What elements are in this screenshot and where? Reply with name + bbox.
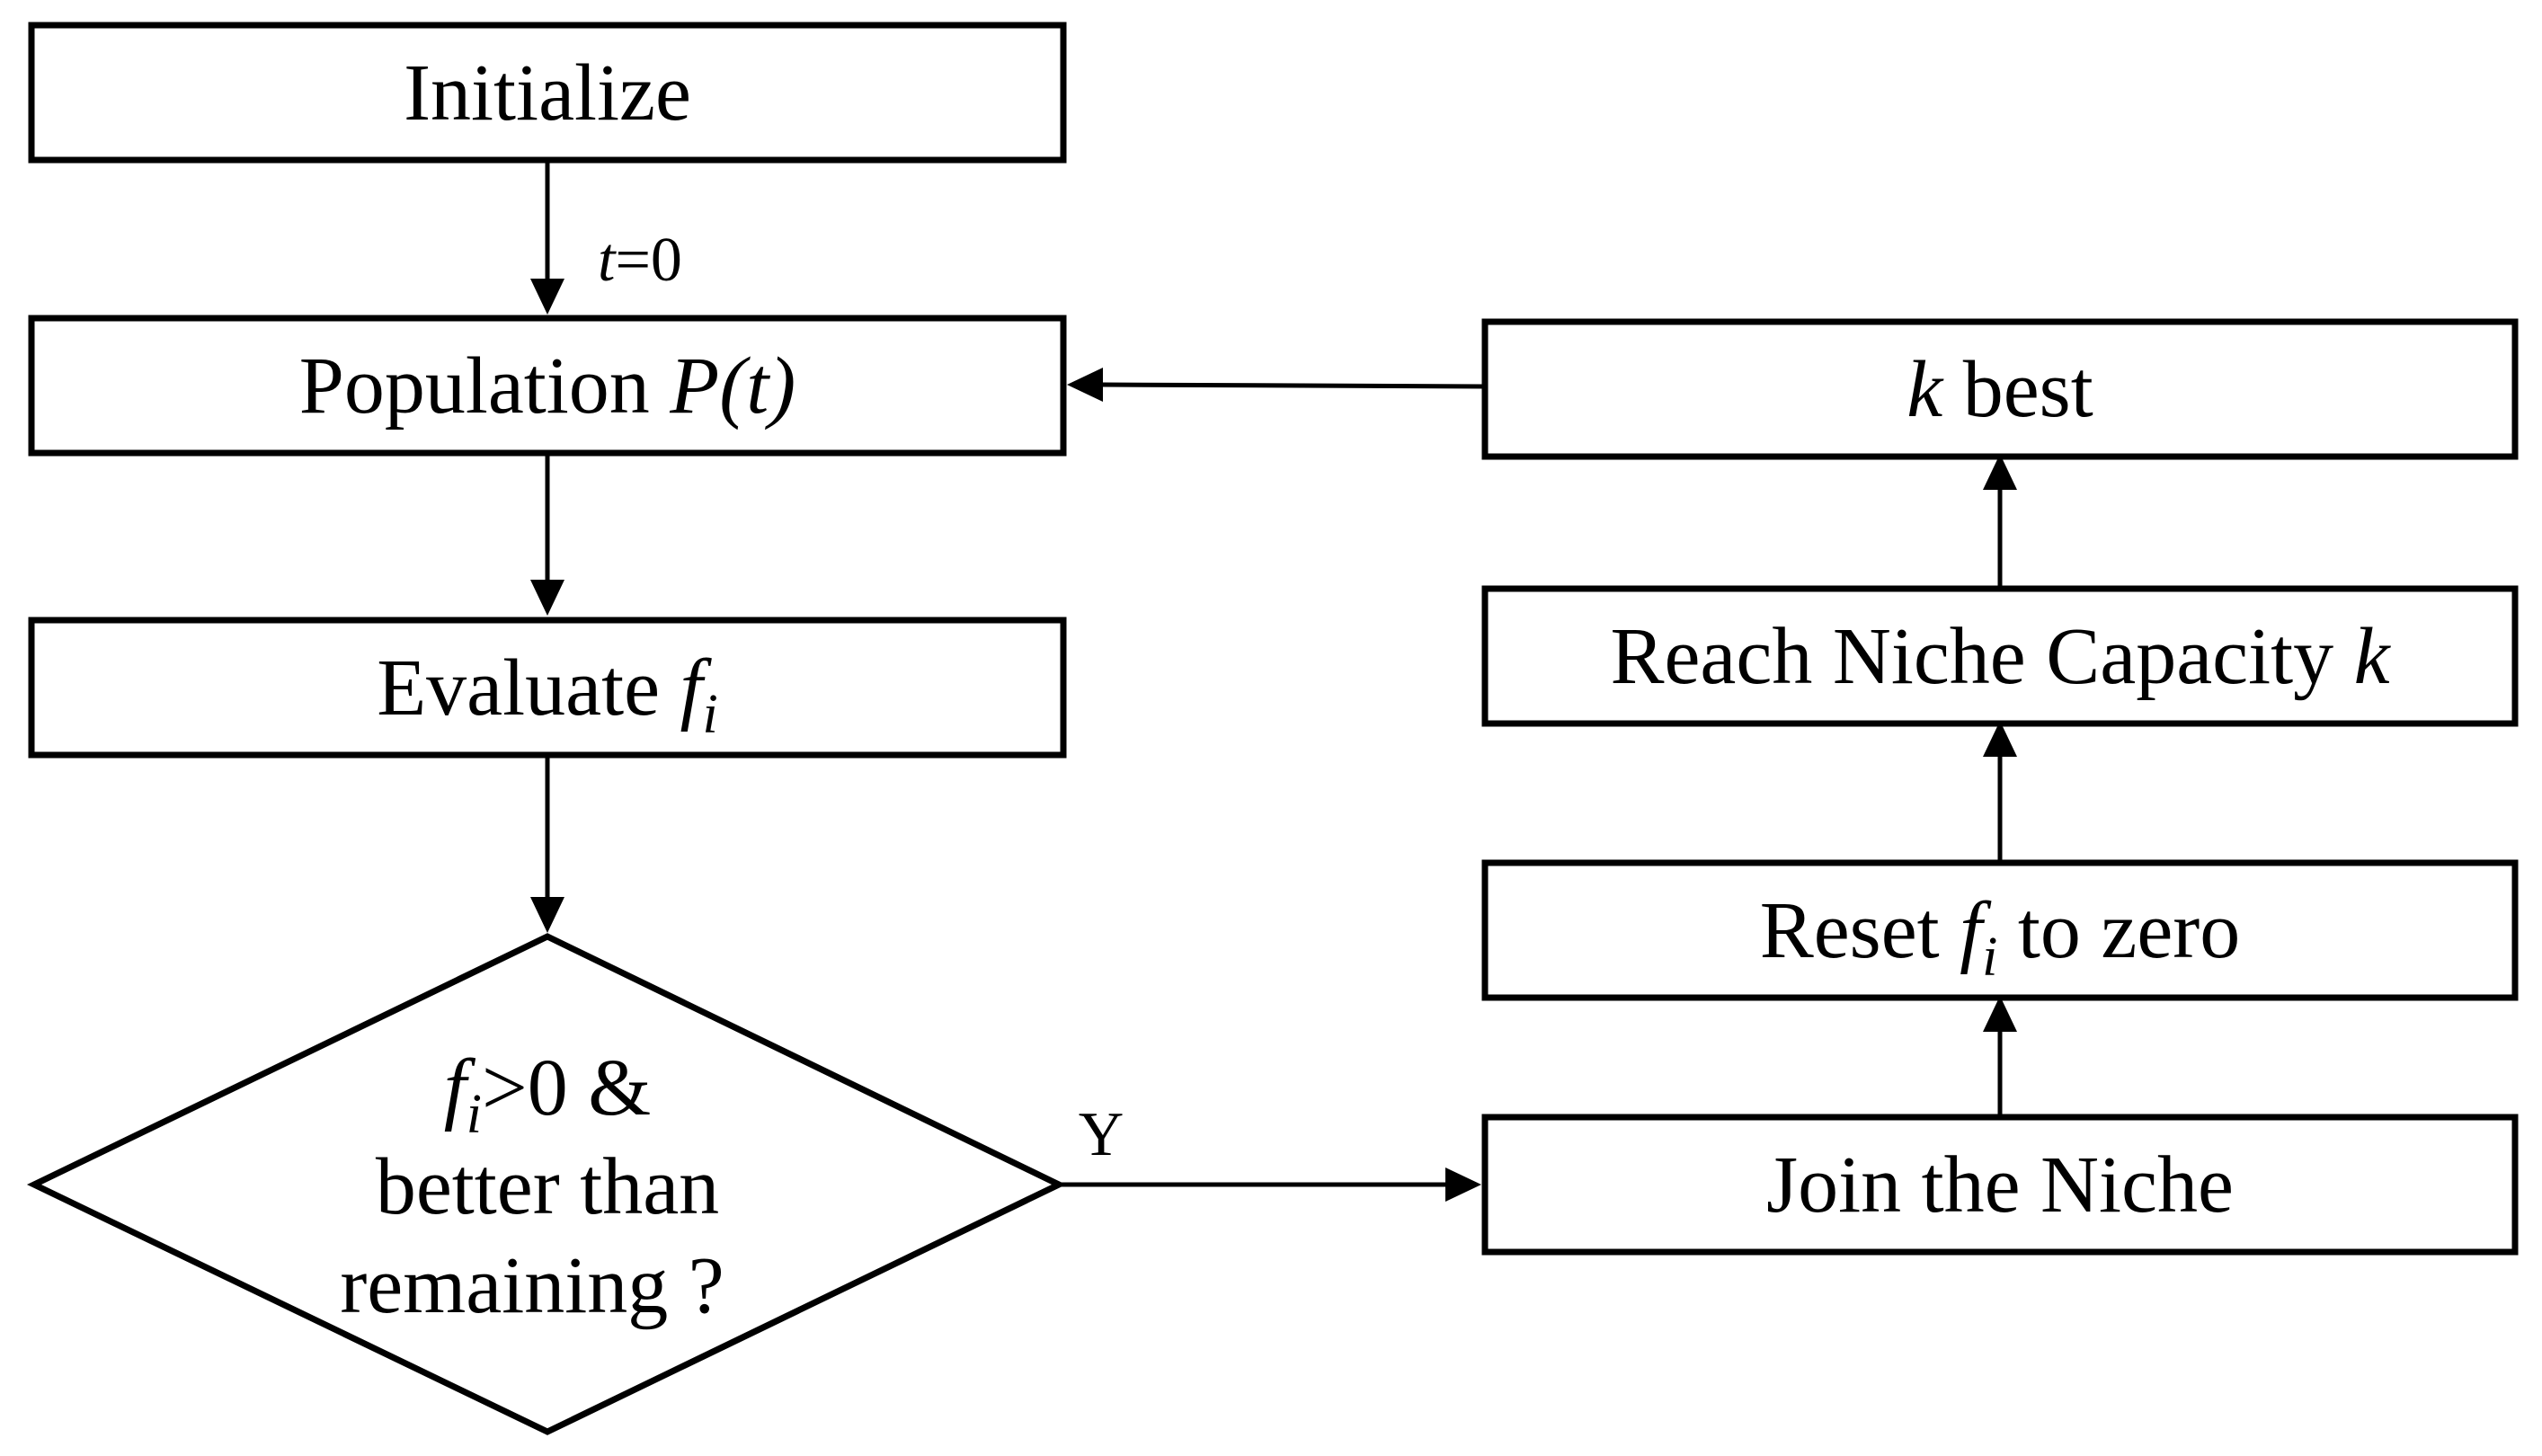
initialize-node: Initialize xyxy=(28,22,1067,164)
population-to-evaluate-arrow xyxy=(530,453,564,616)
reset-label: Reset fi to zero xyxy=(1760,886,2241,988)
evaluate-node: Evaluate fi xyxy=(28,617,1067,759)
reach-niche-node: Reach Niche Capacity k xyxy=(1481,585,2519,727)
time-zero-label: t=0 xyxy=(598,226,682,295)
join-niche-node: Join the Niche xyxy=(1481,1114,2519,1256)
kbest-to-population-arrow xyxy=(1067,368,1486,402)
evaluate-label: Evaluate fi xyxy=(377,644,718,745)
population-label: Population P(t) xyxy=(299,342,795,431)
evaluate-to-decision-arrow xyxy=(530,755,564,933)
reach-niche-label: Reach Niche Capacity k xyxy=(1610,612,2391,701)
decision-node: fi>0 & better than remaining ? xyxy=(26,933,1067,1435)
decision-line-3: remaining ? xyxy=(340,1241,724,1330)
k-best-node: k best xyxy=(1481,318,2519,460)
init-to-population-arrow xyxy=(530,160,564,315)
decision-line-2: better than xyxy=(376,1142,719,1231)
decision-to-join-arrow xyxy=(1059,1167,1481,1202)
decision-line-1: fi>0 & xyxy=(444,1043,652,1145)
join-to-reset-arrow xyxy=(1983,996,2017,1117)
reset-to-reach-arrow xyxy=(1983,721,2017,863)
k-best-label: k best xyxy=(1906,345,2093,434)
reach-to-kbest-arrow xyxy=(1983,454,2017,589)
population-node: Population P(t) xyxy=(28,315,1067,457)
svg-text:Initialize: Initialize xyxy=(404,49,691,138)
initialize-label: Initialize xyxy=(404,49,691,138)
reset-node: Reset fi to zero xyxy=(1481,859,2519,1001)
join-niche-label: Join the Niche xyxy=(1766,1141,2234,1230)
yes-label: Y xyxy=(1079,1100,1124,1169)
